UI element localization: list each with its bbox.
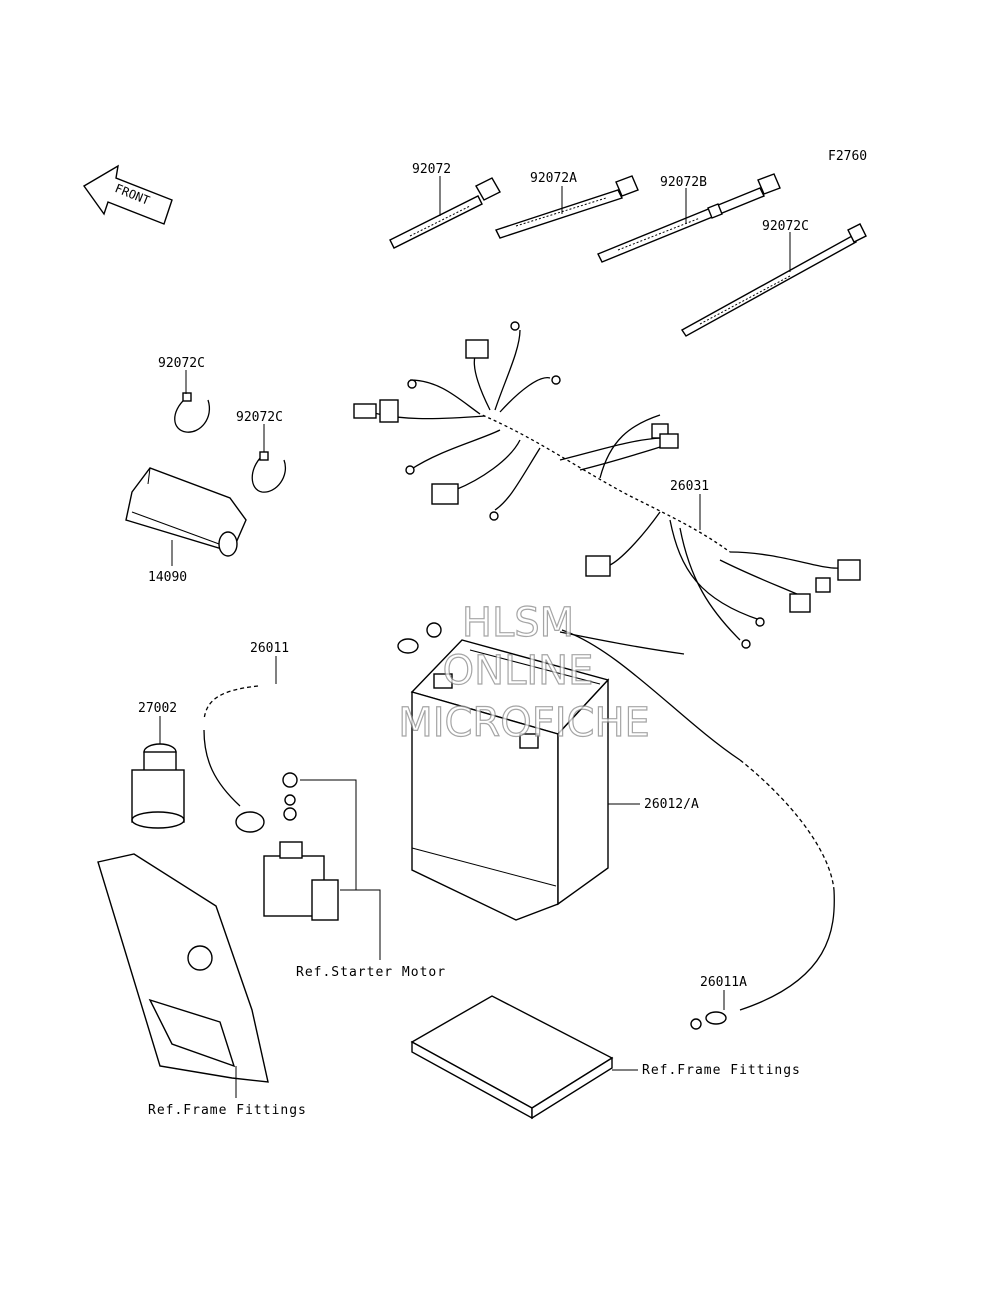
label-92072C-top: 92072C	[762, 219, 809, 234]
wiring-harness-26031	[353, 321, 861, 649]
cable-tie-92072B	[597, 173, 781, 263]
figure-code: F2760	[828, 149, 867, 164]
leader-starter-top	[300, 779, 357, 890]
regulator-14090	[125, 467, 247, 557]
watermark-line3: MICROFICHE	[398, 700, 650, 746]
label-14090: 14090	[148, 570, 187, 585]
label-92072C-right: 92072C	[236, 410, 283, 425]
watermark: HLSM ONLINE MICROFICHE	[398, 599, 651, 746]
front-arrow-icon: FRONT	[82, 164, 173, 225]
label-92072B: 92072B	[660, 175, 707, 190]
label-26012A: 26012/A	[644, 797, 699, 812]
label-92072C-left: 92072C	[158, 356, 205, 371]
cable-tie-92072	[389, 177, 501, 249]
ref-starter-motor: Ref.Starter Motor	[296, 965, 446, 980]
clip-92072C-left	[174, 392, 211, 433]
starter-relay	[263, 772, 339, 921]
watermark-line1: HLSM	[462, 600, 574, 646]
leader-starter-motor	[340, 889, 381, 960]
ref-frame-fittings-right: Ref.Frame Fittings	[642, 1063, 801, 1078]
ref-frame-fittings-left: Ref.Frame Fittings	[148, 1103, 307, 1118]
connector-icon	[353, 403, 377, 419]
cable-tie-92072C	[680, 223, 867, 337]
label-26011A: 26011A	[700, 975, 747, 990]
watermark-line2: ONLINE	[443, 648, 594, 694]
cable-26011A	[559, 629, 835, 1030]
label-26011: 26011	[250, 641, 289, 656]
battery-26012A	[410, 639, 610, 921]
cable-tie-92072A	[495, 175, 639, 239]
battery-pad	[410, 995, 614, 1120]
label-27002: 27002	[138, 701, 177, 716]
label-92072A: 92072A	[530, 171, 577, 186]
label-26031: 26031	[670, 479, 709, 494]
clip-92072C-right	[251, 451, 287, 493]
cable-26011	[203, 622, 442, 833]
label-92072: 92072	[412, 162, 451, 177]
battery-bracket	[97, 853, 269, 1083]
relay-27002	[131, 743, 185, 829]
